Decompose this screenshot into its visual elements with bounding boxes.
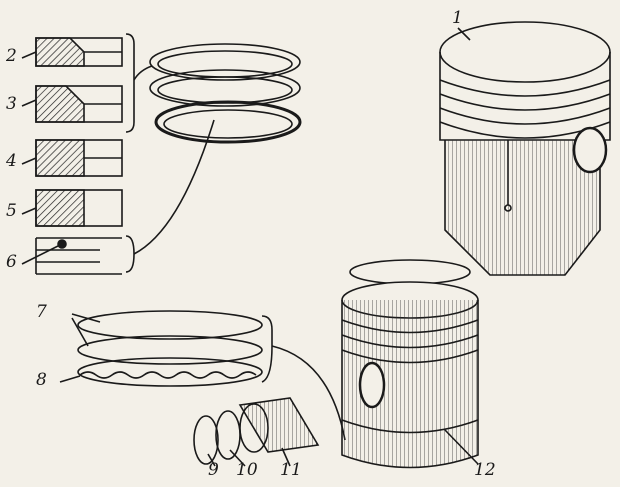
label-3: 3 xyxy=(6,94,17,114)
oil-rings xyxy=(77,310,263,387)
label-12: 12 xyxy=(474,460,496,480)
circlip-10 xyxy=(215,410,241,460)
label-6: 6 xyxy=(6,252,17,272)
label-8: 8 xyxy=(36,370,47,390)
label-11: 11 xyxy=(280,460,302,480)
ring-section-2 xyxy=(35,37,123,67)
label-10: 10 xyxy=(236,460,258,480)
compression-rings xyxy=(149,43,302,144)
brace-bottom xyxy=(125,235,135,273)
ring-section-5 xyxy=(35,189,123,227)
piston-1 xyxy=(439,21,611,276)
brace-top xyxy=(125,33,135,133)
circlip-9 xyxy=(193,415,219,465)
label-5: 5 xyxy=(6,201,17,221)
label-4: 4 xyxy=(6,151,17,171)
piston-12 xyxy=(341,259,479,469)
piston-pin-11 xyxy=(238,397,320,453)
label-7: 7 xyxy=(36,302,47,322)
ring-section-4 xyxy=(35,139,123,177)
label-1: 1 xyxy=(452,8,463,28)
ring-section-6 xyxy=(35,237,122,275)
label-9: 9 xyxy=(208,460,219,480)
ring-section-3 xyxy=(35,85,123,123)
label-2: 2 xyxy=(6,46,17,66)
